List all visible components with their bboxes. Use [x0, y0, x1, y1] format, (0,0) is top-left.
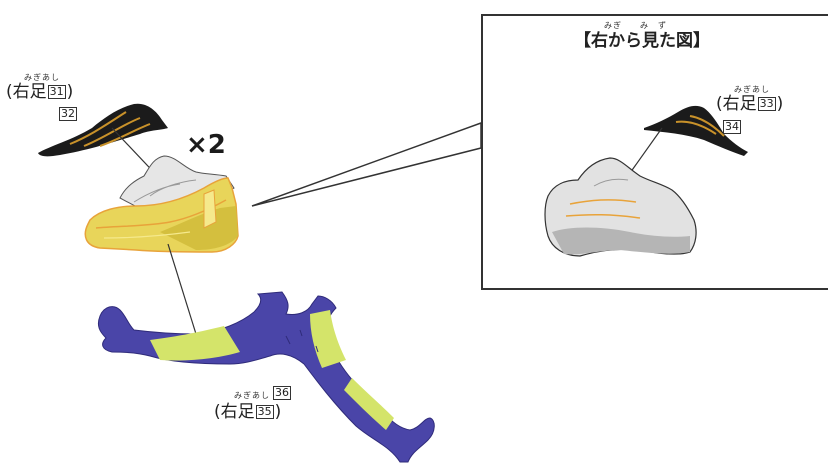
part-number-33: 33 — [757, 97, 776, 111]
part-number-32-wrap: 32 — [58, 105, 78, 121]
grey-shoe-right-view — [544, 157, 697, 257]
part-number-32: 32 — [59, 106, 77, 121]
yellow-shoe — [84, 155, 239, 253]
label-33-ruby: みぎあし — [734, 85, 770, 94]
black-sole-part-33 — [644, 105, 748, 156]
part-number-36-wrap: 36 — [272, 384, 292, 400]
navy-body-part-35 — [97, 291, 435, 463]
part-number-31: 31 — [47, 85, 66, 99]
label-35-open: (右足 — [214, 402, 255, 422]
label-35-close: ) — [274, 402, 282, 422]
right-view-title: 【右から見た図】 — [574, 31, 710, 51]
label-31-ruby: みぎあし — [24, 73, 60, 82]
right-view-title-ruby: みぎ み ず — [604, 21, 667, 30]
part-number-35: 35 — [255, 405, 274, 419]
label-31-open: (右足 — [6, 82, 47, 102]
black-sole-part-31 — [38, 103, 168, 157]
leader-line-35 — [167, 243, 197, 335]
part-number-34: 34 — [723, 119, 741, 134]
label-31-close: ) — [66, 82, 74, 102]
multiplier-label: ×2 — [186, 130, 226, 160]
label-33-close: ) — [776, 94, 784, 114]
label-33-open: (右足 — [716, 94, 757, 114]
label-35-ruby: みぎあし — [234, 391, 270, 400]
part-number-36: 36 — [273, 385, 291, 400]
part-number-34-wrap: 34 — [722, 118, 742, 134]
callout-wedge — [251, 121, 482, 207]
